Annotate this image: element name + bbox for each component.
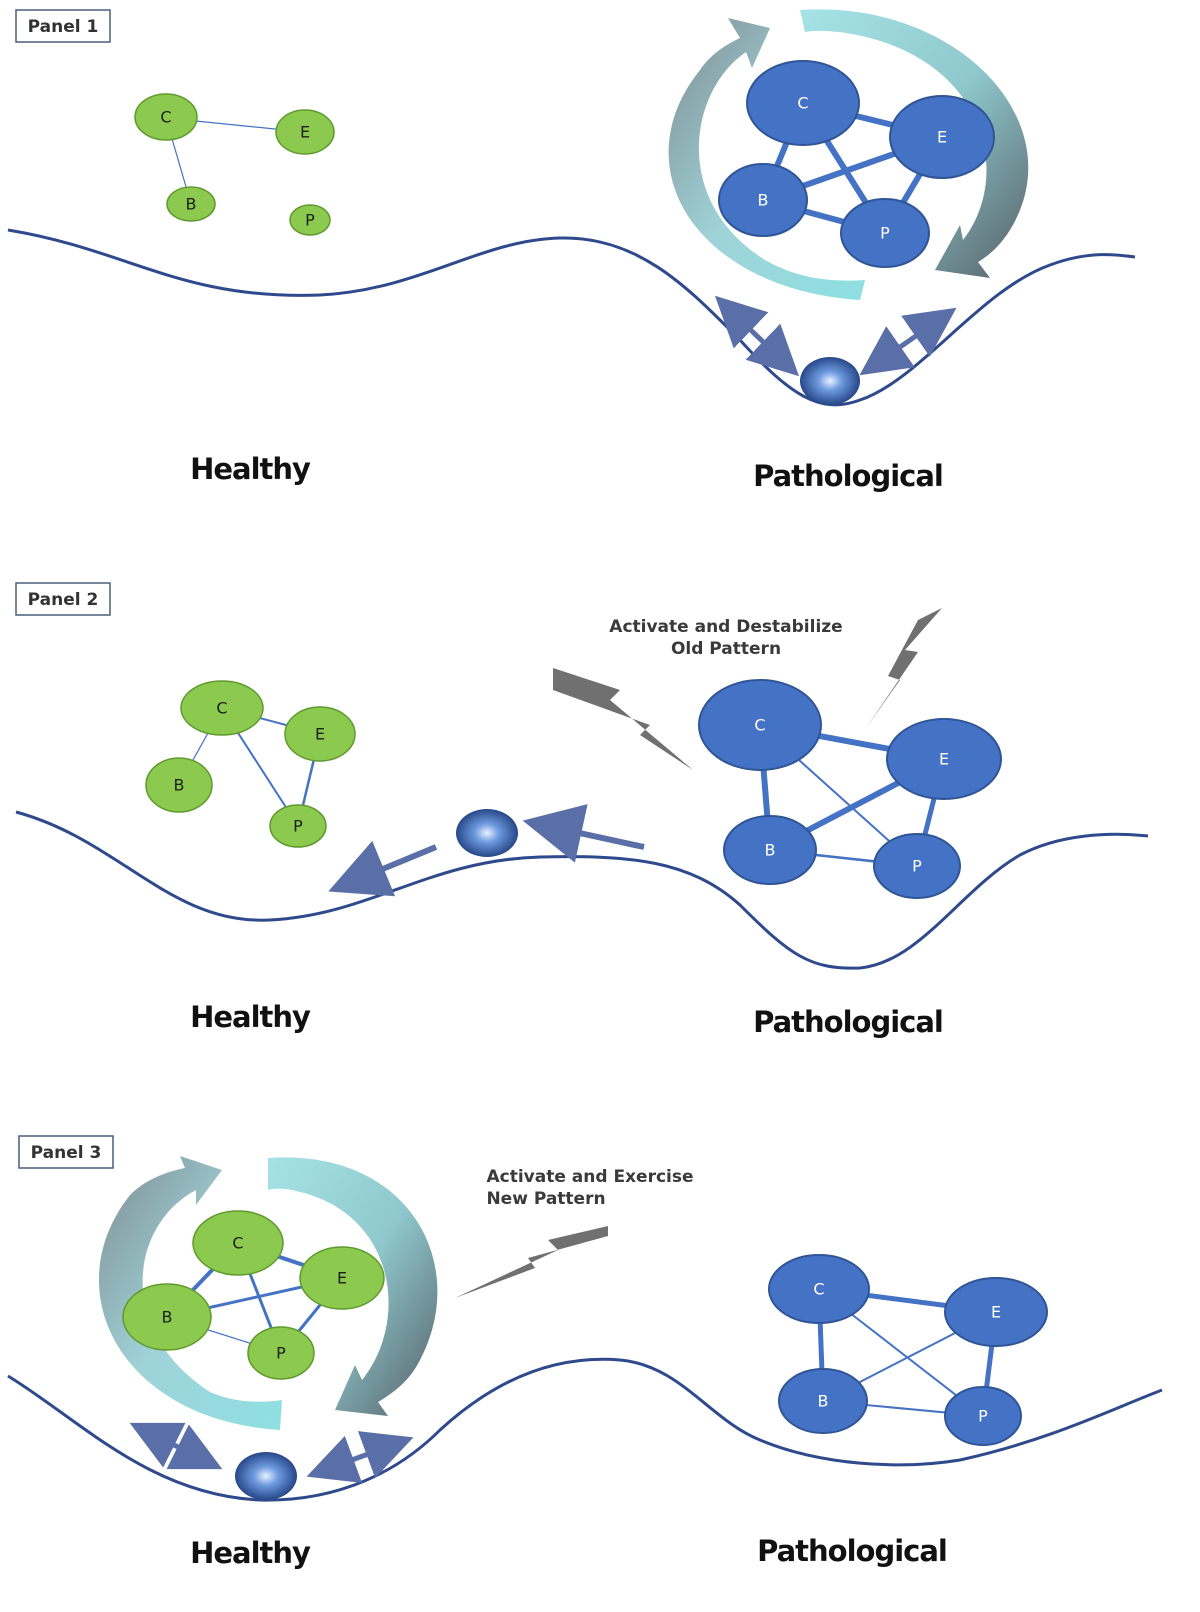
cycle-arrow-left (98, 1156, 282, 1430)
panel-3-cycle-arrows (98, 1156, 438, 1430)
healthy-node-b-label: B (186, 195, 197, 214)
pathological-node-p (873, 833, 961, 899)
panel-3-annotation-line-1: Activate and Exercise (486, 1167, 693, 1187)
panel-2-tag-box (15, 582, 111, 616)
panel-3-landscape (7, 1357, 1163, 1502)
panel-3-double-arrow-right (306, 1431, 414, 1483)
healthy-node-c-label: C (232, 1234, 243, 1253)
pathological-node-c-label: C (754, 716, 765, 735)
pathological-node-e (889, 95, 995, 179)
panel-3-lightning-bolt (455, 1226, 608, 1298)
pathological-node-p-label: P (978, 1407, 988, 1426)
healthy-node-c-label: C (216, 699, 227, 718)
panel-2-annotation-line-2: Old Pattern (671, 639, 781, 659)
panel-2-lightning-bolt-right (866, 608, 942, 728)
pathological-node-p-label: P (912, 857, 922, 876)
healthy-node-e (284, 706, 356, 762)
panel-3-annotation-line-2: New Pattern (486, 1189, 605, 1209)
panel-3-tag: Panel 3 (31, 1143, 102, 1163)
panel-2-pathological-label: Pathological (753, 1005, 943, 1039)
panel-2-annotation-line-1: Activate and Destabilize (609, 617, 842, 637)
healthy-node-e (299, 1246, 385, 1310)
pathological-node-b-label: B (765, 841, 776, 860)
panel-2-tag: Panel 2 (28, 590, 99, 610)
panel-2-lightning-bolt-left (553, 668, 693, 770)
pathological-node-p-label: P (880, 224, 890, 243)
pathological-node-b (778, 1368, 868, 1434)
panel-1-state-ball (800, 357, 860, 405)
panel-3-pathological-network: C E B P (768, 1254, 1048, 1446)
panel-1-pathological-network: C E B P (718, 60, 995, 268)
pathological-node-b (718, 163, 808, 237)
panel-3: Panel 3 Activate and Exercise New Patter… (7, 1135, 1163, 1570)
panel-2-arrow-to-healthy (328, 840, 438, 897)
healthy-node-c (180, 680, 264, 736)
healthy-node-b-label: B (174, 776, 185, 795)
pathological-node-c-label: C (797, 94, 808, 113)
pathological-node-b-label: B (818, 1392, 829, 1411)
pathological-node-e (886, 718, 1002, 800)
panel-3-tag-box (18, 1135, 114, 1169)
panel-1: Panel 1 C E B P C (7, 9, 1136, 493)
panel-1-healthy-network: C E B P (134, 93, 335, 236)
panel-1-healthy-label: Healthy (190, 452, 311, 486)
panel-3-healthy-label: Healthy (190, 1536, 311, 1570)
healthy-node-c (134, 93, 198, 141)
healthy-node-e-label: E (315, 725, 325, 744)
healthy-node-c-label: C (160, 108, 171, 127)
pathological-node-p (840, 198, 930, 268)
panel-2-healthy-network: C E B P (145, 680, 356, 848)
panel-3-state-ball (235, 1452, 297, 1500)
pathological-node-c-label: C (813, 1280, 824, 1299)
panel-1-cycle-arrows (668, 9, 1029, 300)
panel-1-tag-box (15, 9, 111, 43)
panel-2-state-ball (456, 809, 518, 857)
healthy-node-p (269, 804, 327, 848)
pathological-node-c (746, 60, 860, 146)
healthy-node-p (289, 204, 331, 236)
healthy-node-p-label: P (305, 211, 315, 230)
pathological-node-e-label: E (937, 128, 947, 147)
healthy-node-b (166, 186, 216, 222)
panel-3-pathological-label: Pathological (757, 1534, 947, 1568)
panel-1-landscape (7, 228, 1136, 407)
pathological-node-p (944, 1386, 1022, 1446)
panel-2-arrow-to-ball (522, 804, 645, 863)
pathological-node-b-label: B (758, 191, 769, 210)
healthy-node-c (192, 1210, 284, 1276)
pathological-node-b (723, 815, 817, 885)
panel-1-double-arrow-left (714, 295, 800, 377)
healthy-node-b (145, 757, 213, 813)
panel-3-double-arrow-left (129, 1422, 223, 1470)
healthy-node-e (275, 109, 335, 155)
healthy-node-e-label: E (300, 123, 310, 142)
panel-2-pathological-network: C E B P (698, 679, 1002, 899)
pathological-node-e-label: E (939, 750, 949, 769)
pathological-node-e (944, 1277, 1048, 1347)
healthy-node-p (247, 1326, 315, 1380)
healthy-node-b (122, 1283, 212, 1351)
panel-2: Panel 2 Activate and Destabilize Old Pat… (15, 582, 1149, 1039)
panel-1-pathological-label: Pathological (753, 459, 943, 493)
pathological-node-c (698, 679, 822, 771)
healthy-node-b-label: B (162, 1308, 173, 1327)
pathological-node-e-label: E (991, 1303, 1001, 1322)
cycle-arrow-right (268, 1157, 438, 1416)
panel-1-tag: Panel 1 (28, 17, 99, 37)
panel-3-healthy-network: C E B P (122, 1210, 385, 1380)
healthy-node-p-label: P (293, 817, 303, 836)
cycle-arrow-right (800, 9, 1029, 278)
panel-1-double-arrow-right (859, 307, 957, 376)
pathological-node-c (768, 1254, 870, 1324)
cycle-arrow-left (668, 18, 865, 300)
healthy-node-e-label: E (337, 1269, 347, 1288)
panel-2-landscape (15, 810, 1149, 970)
panel-2-healthy-label: Healthy (190, 1000, 311, 1034)
healthy-node-p-label: P (276, 1344, 286, 1363)
